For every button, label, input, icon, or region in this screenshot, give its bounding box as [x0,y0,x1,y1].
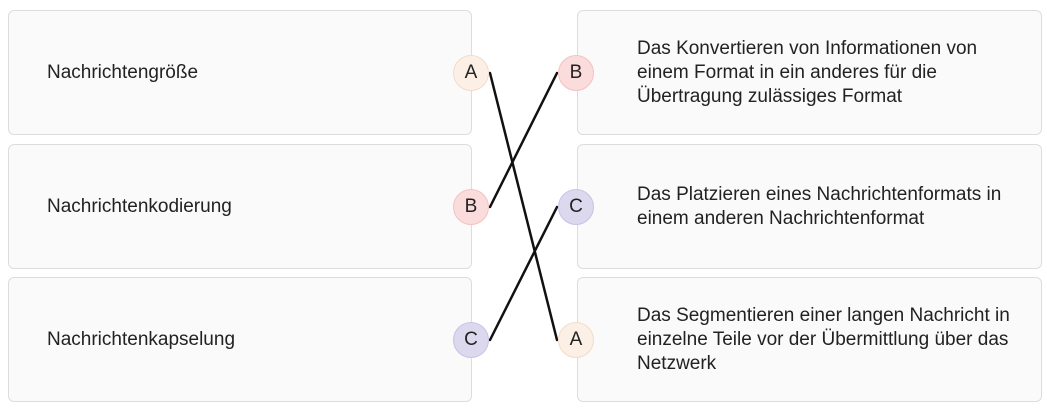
term-card-c[interactable]: Nachrichtenkapselung [8,277,472,402]
definition-text-2: Das Platzieren eines Nachrichtenformats … [637,183,1002,229]
definition-badge-3[interactable]: A [558,322,594,358]
definition-card-2[interactable]: Das Platzieren eines Nachrichtenformats … [577,144,1042,269]
definition-badge-2-letter: C [569,196,583,217]
term-badge-a[interactable]: A [453,55,489,91]
term-badge-c-letter: C [464,329,478,350]
definition-badge-1-letter: B [569,62,583,83]
term-badge-a-letter: A [464,62,478,83]
term-badge-c[interactable]: C [453,322,489,358]
definition-badge-2[interactable]: C [558,189,594,225]
definition-badge-3-letter: A [569,329,583,350]
definition-text-1: Das Konvertieren von Informationen von e… [637,37,978,107]
term-label-c: Nachrichtenkapselung [47,328,236,350]
definition-card-1[interactable]: Das Konvertieren von Informationen von e… [577,10,1042,135]
term-card-a[interactable]: Nachrichtengröße [8,10,472,135]
match-line-b [488,71,559,209]
definition-card-3[interactable]: Das Segmentieren einer langen Nachricht … [577,277,1042,402]
definition-text-3: Das Segmentieren einer langen Nachricht … [637,304,1010,374]
term-badge-b-letter: B [464,196,478,217]
term-label-b: Nachrichtenkodierung [47,195,232,217]
match-line-a [488,71,559,342]
term-label-a: Nachrichtengröße [47,61,199,83]
term-badge-b[interactable]: B [453,189,489,225]
match-line-c [488,205,559,342]
definition-badge-1[interactable]: B [558,55,594,91]
term-card-b[interactable]: Nachrichtenkodierung [8,144,472,269]
